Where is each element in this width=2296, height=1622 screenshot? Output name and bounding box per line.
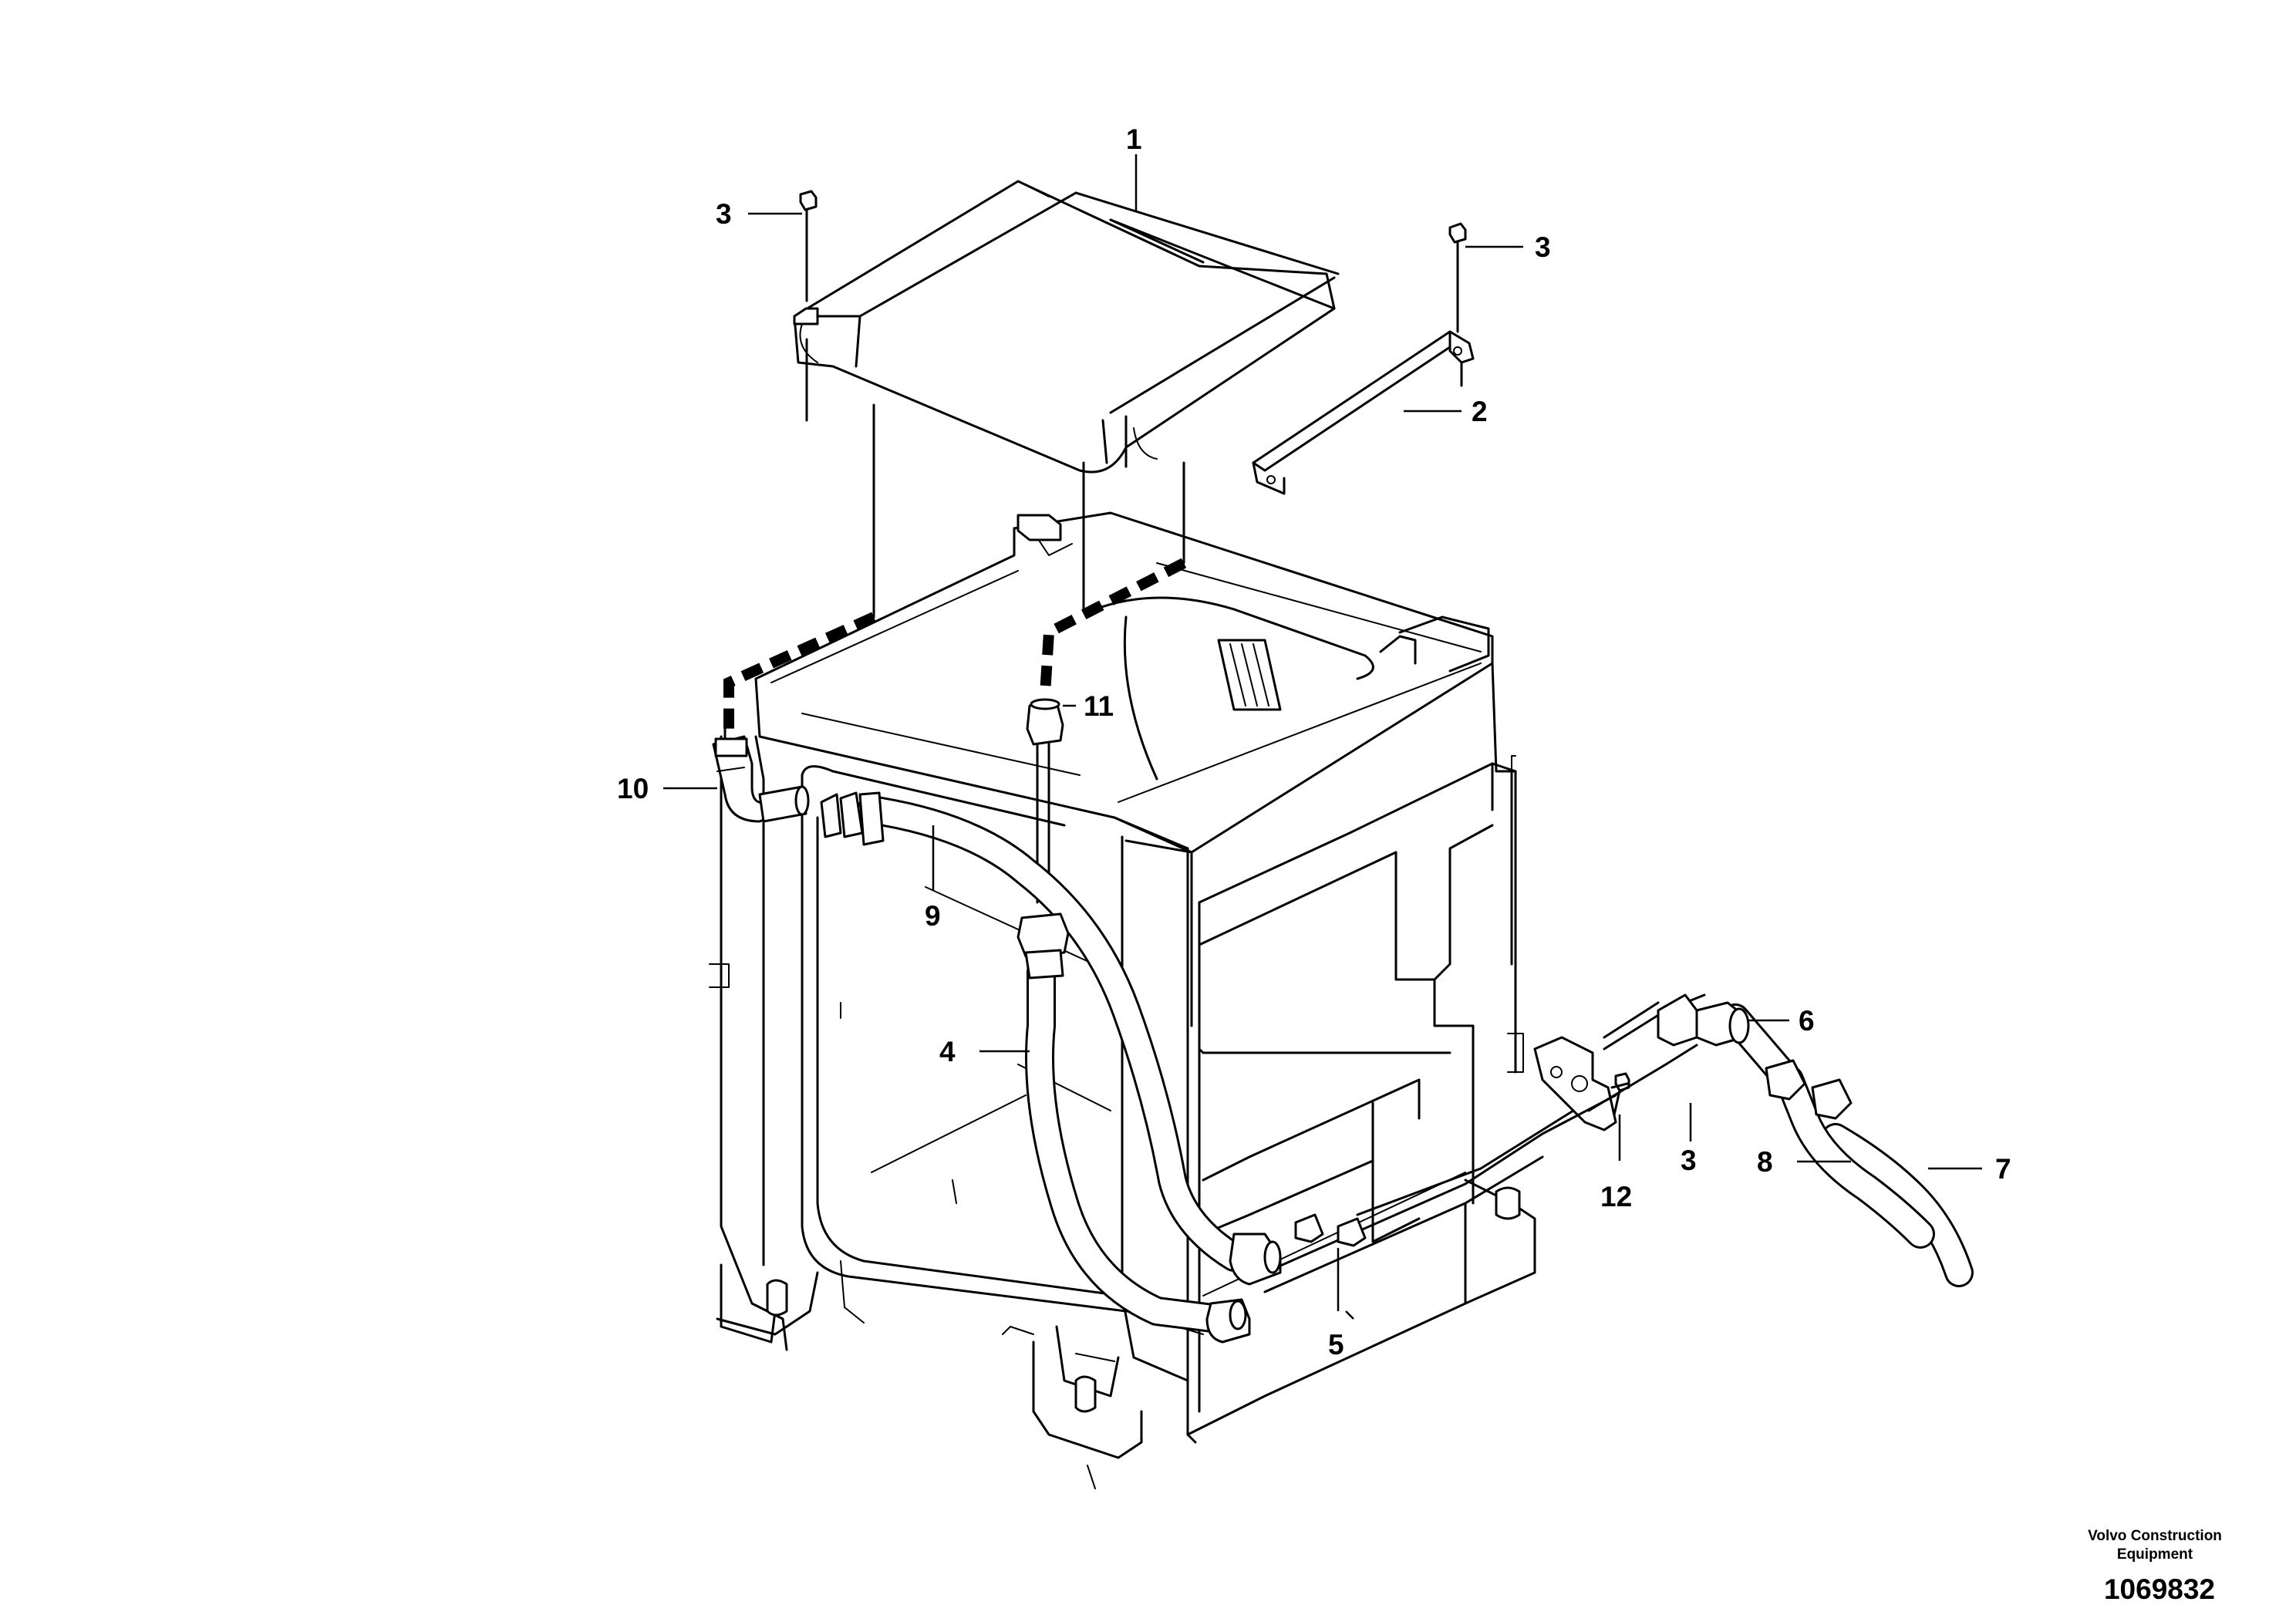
coupling-right-1 [1765, 1059, 1806, 1101]
hose-coupling-center [1017, 912, 1070, 980]
elbow-fitting-10 [712, 735, 810, 823]
fitting-11 [1026, 698, 1064, 746]
bolt-top-left [799, 190, 818, 422]
hose-4 [1025, 957, 1233, 1334]
hose-7 [1821, 1123, 1974, 1287]
heater-unit [793, 180, 1340, 619]
document-number: 1069832 [2104, 1573, 2215, 1605]
bolt-top-right [1448, 222, 1467, 333]
pipe-route-left [723, 612, 876, 733]
callout-2: 2 [1472, 396, 1488, 427]
callout-8: 8 [1757, 1146, 1773, 1178]
footer-branding: Volvo Construction Equipment 1069832 [2088, 1528, 2222, 1605]
brand-line-2: Equipment [2117, 1546, 2193, 1563]
callout-7: 7 [1995, 1153, 2011, 1185]
callout-3-top-right: 3 [1535, 231, 1551, 263]
callouts: 1 2 3 3 3 4 5 6 7 8 9 10 11 12 [617, 123, 2011, 1361]
hose-9 [857, 795, 1249, 1272]
cab-frame [709, 511, 1536, 1489]
callout-5: 5 [1328, 1329, 1344, 1361]
callout-4: 4 [939, 1036, 956, 1067]
callout-11: 11 [1084, 690, 1114, 722]
callout-3-top-left: 3 [716, 198, 732, 230]
callout-9: 9 [925, 900, 941, 932]
coupling-right-2 [1811, 1078, 1853, 1120]
elbow-fitting-lower-1 [1229, 1233, 1282, 1286]
clamp-5 [1294, 1213, 1367, 1247]
bulkhead-plate [1533, 1036, 1629, 1131]
callout-1: 1 [1126, 123, 1142, 155]
elbow-fitting-lower-2 [1205, 1298, 1251, 1344]
rigid-pipes [1036, 735, 1706, 1293]
brand-line-1: Volvo Construction [2088, 1528, 2222, 1544]
callout-6: 6 [1799, 1005, 1815, 1037]
support-bracket [1252, 330, 1475, 495]
callout-3-bottom: 3 [1681, 1145, 1697, 1176]
callout-10: 10 [617, 773, 649, 804]
hose-coupling-left [820, 791, 885, 846]
elbow-fitting-6 [1657, 993, 1750, 1047]
callout-12: 12 [1600, 1181, 1632, 1212]
pipe-route-right [1040, 558, 1187, 695]
